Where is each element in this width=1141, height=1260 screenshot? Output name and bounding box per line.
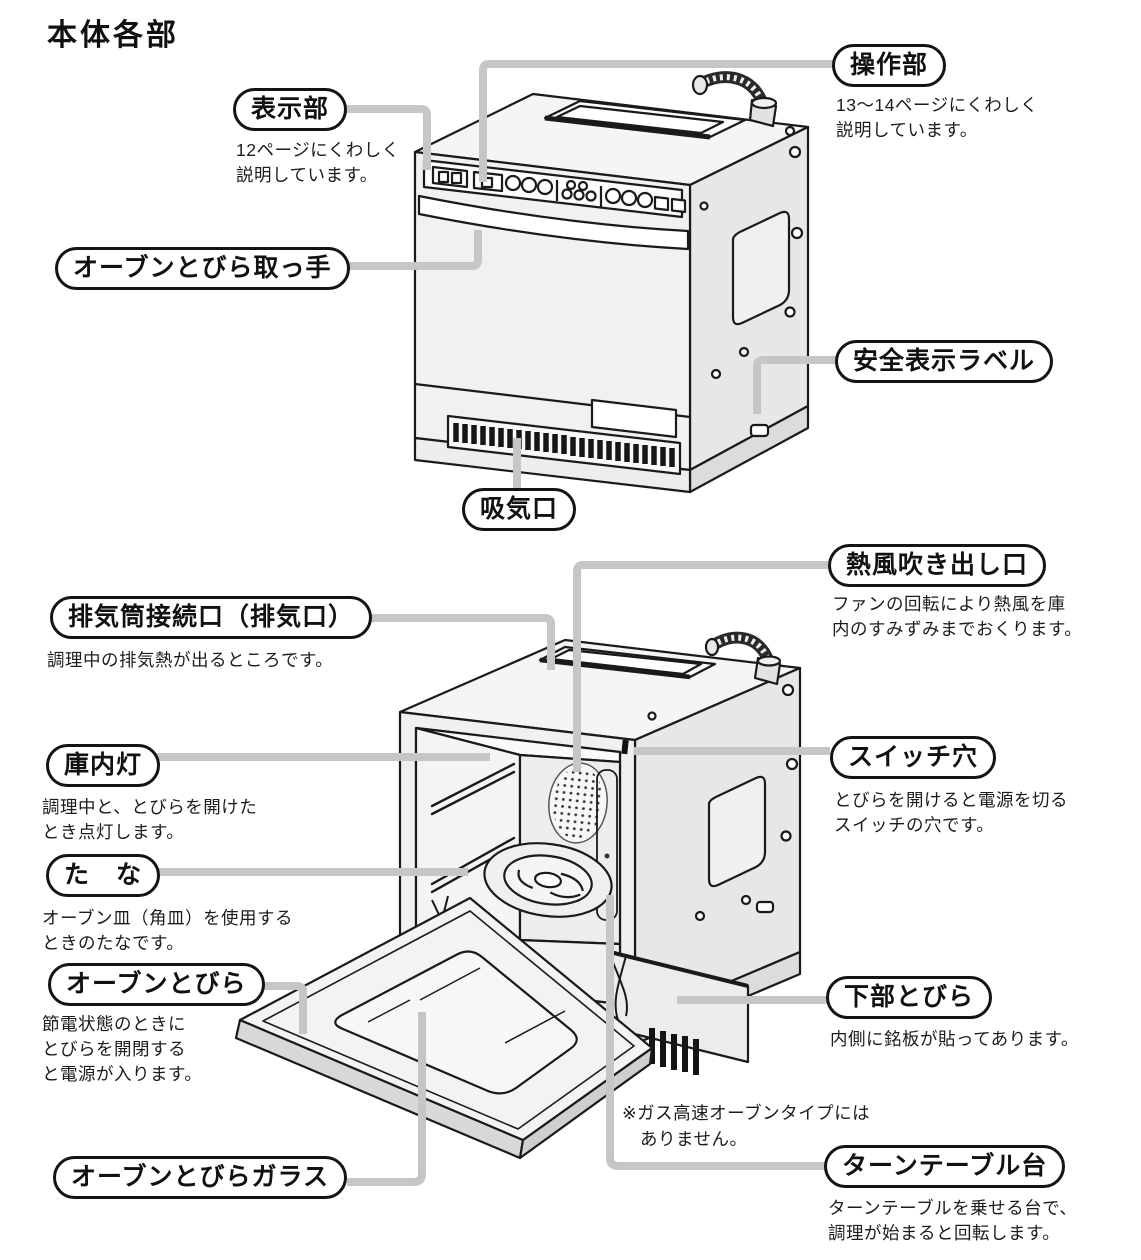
desc-shelf: オーブン皿（角皿）を使用する ときのたなです。 — [42, 908, 293, 953]
oven-open-illustration — [234, 631, 802, 1160]
leader-exhaust-port — [359, 614, 555, 670]
turntable-shape — [483, 842, 613, 918]
callout-door-glass: オーブンとびらガラス — [53, 1156, 348, 1200]
open-door-shape — [234, 896, 654, 1160]
page-title: 本体各部 — [47, 19, 179, 52]
desc-lower-door: 内側に銘板が貼ってあります。 — [830, 1029, 1079, 1049]
callout-oven-door: オーブンとびら — [48, 963, 265, 1007]
leader-safety-label — [753, 356, 836, 414]
callout-door-handle: オーブンとびら取っ手 — [55, 247, 350, 291]
desc-exhaust-port: 調理中の排気熱が出るところです。 — [47, 650, 334, 670]
callout-safety-label: 安全表示ラベル — [835, 340, 1054, 384]
callout-shelf: た な — [46, 854, 161, 898]
leader-door-glass — [347, 1012, 426, 1186]
callout-controls: 操作部 — [832, 44, 947, 88]
shelf-rails — [430, 762, 516, 894]
callout-display: 表示部 — [233, 88, 348, 132]
desc-oven-door: 節電状態のときに とびらを開閉する と電源が入ります。 — [42, 1014, 203, 1084]
lower-door-shape — [608, 950, 750, 1075]
callout-lower-door: 下部とびら — [826, 976, 993, 1020]
desc-turntable-base: ターンテーブルを乗せる台で、 調理が始まると回転します。 — [828, 1198, 1078, 1243]
desc-display: 12ページにくわしく 説明しています。 — [236, 140, 400, 185]
callout-exhaust-port: 排気筒接続口（排気口） — [50, 596, 373, 640]
leader-oven-door — [262, 982, 307, 1034]
callout-switch-hole: スイッチ穴 — [830, 736, 997, 780]
oven-closed-illustration — [413, 71, 810, 494]
hot-air-outlet-shape — [515, 762, 608, 876]
gas-hose-icon — [704, 631, 782, 686]
safety-label-plate — [590, 398, 678, 439]
switch-hole-shape — [621, 739, 629, 755]
callout-hot-air-outlet: 熱風吹き出し口 — [828, 544, 1047, 588]
desc-switch-hole: とびらを開けると電源を切る スイッチの穴です。 — [834, 790, 1068, 835]
leader-hot-air-outlet — [573, 561, 828, 772]
gas-hose-icon — [691, 71, 796, 137]
desc-controls: 13～14ページにくわしく 説明しています。 — [836, 95, 1039, 140]
note-gas-type: ※ガス高速オーブンタイプには ありません。 — [622, 1103, 871, 1150]
intake-vent-slots — [453, 423, 675, 467]
leader-controls — [479, 60, 833, 182]
desc-hot-air-outlet: ファンの回転により熱風を庫 内のすみずみまでおくります。 — [832, 594, 1083, 639]
desc-cavity-lamp: 調理中と、とびらを開けた とき点灯します。 — [42, 797, 258, 842]
callout-turntable-base: ターンテーブル台 — [824, 1145, 1066, 1189]
control-panel — [422, 158, 687, 219]
callout-air-intake: 吸気口 — [462, 488, 577, 532]
door-glass-shape — [334, 950, 578, 1095]
callout-cavity-lamp: 庫内灯 — [46, 744, 161, 788]
door-hinge-arms — [431, 895, 628, 1021]
door-handle-shape — [417, 194, 690, 251]
